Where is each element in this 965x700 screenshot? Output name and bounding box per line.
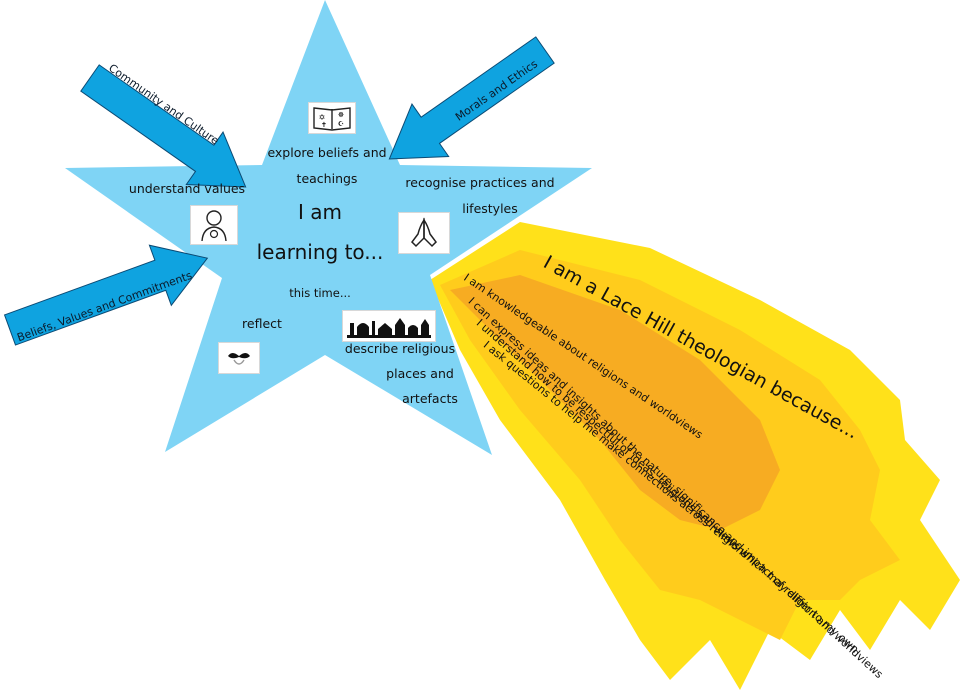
- arrow-morals-ethics: [388, 36, 555, 160]
- center-line-1: I am: [298, 200, 342, 224]
- svg-text:✡: ✡: [319, 113, 326, 122]
- label-recognise-practices: recognise practices and lifestyles: [400, 170, 560, 222]
- arrow-shape: [80, 64, 247, 188]
- religious-buildings-skyline-icon: [342, 310, 436, 342]
- label-line: teachings: [296, 171, 358, 186]
- person-thinking-icon: [190, 205, 238, 245]
- label-reflect: reflect: [222, 311, 302, 337]
- label-describe-places: describe religious places and artefacts: [330, 336, 470, 411]
- mustache-face-icon: [218, 342, 260, 374]
- arrow-community-culture: [80, 64, 247, 188]
- svg-text:☸: ☸: [338, 111, 344, 119]
- arrow-shape: [388, 36, 555, 160]
- star-center-sub: this time...: [289, 286, 351, 300]
- comet-tail: [430, 222, 960, 690]
- praying-hands-icon: [398, 212, 450, 254]
- label-explore-beliefs: explore beliefs and teachings: [262, 140, 392, 192]
- label-line: describe religious: [344, 341, 456, 356]
- label-line: artefacts: [402, 391, 458, 406]
- book-of-faiths-icon: ✡ ☸ ✝ ☪: [308, 102, 356, 134]
- label-line: places and: [386, 366, 454, 381]
- svg-text:☪: ☪: [338, 120, 344, 128]
- arrow-shape: [3, 244, 209, 346]
- star-shape: [65, 0, 592, 455]
- label-line: lifestyles: [462, 201, 518, 216]
- label-line: reflect: [242, 316, 282, 331]
- label-line: explore beliefs and: [267, 145, 387, 160]
- star-center-title: I am learning to...: [250, 192, 390, 272]
- arrow-beliefs-values: [3, 244, 209, 346]
- label-understand-values: understand values: [122, 176, 252, 202]
- svg-text:✝: ✝: [321, 121, 327, 129]
- label-line: understand values: [128, 181, 246, 196]
- comet-tail-inner: [450, 275, 780, 530]
- label-line: recognise practices and: [405, 175, 555, 190]
- center-line-2: learning to...: [256, 240, 384, 264]
